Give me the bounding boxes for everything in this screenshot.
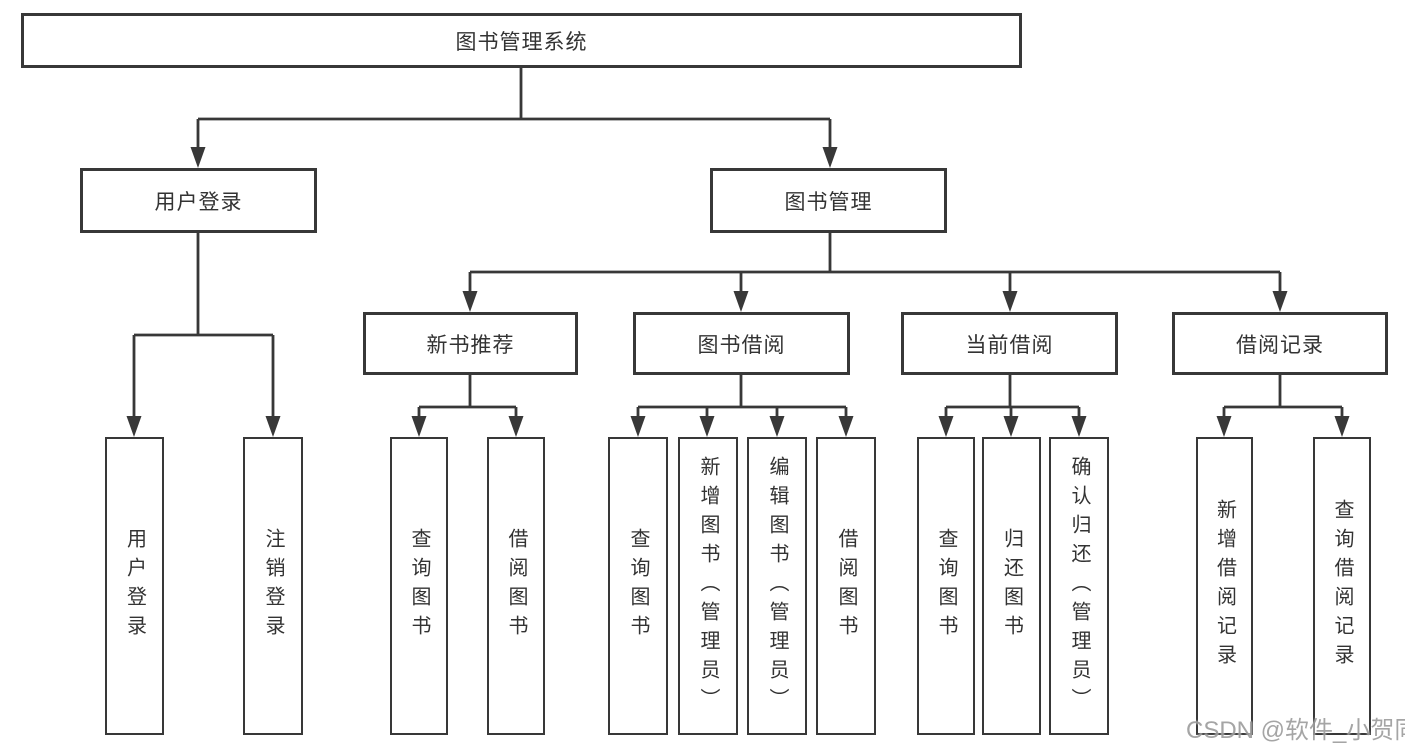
csdn-watermark: CSDN @软件_小贺同学 [1186,717,1405,744]
leaf-records-query-record: 查询借阅记录 [1313,437,1371,735]
leaf-user-login-label: 用户登录 [123,528,146,644]
leaf-current-query-books: 查询图书 [917,437,975,735]
node-new-book-recommend: 新书推荐 [363,312,578,375]
leaf-borrowing-edit-books-admin: 编辑图书（管理员） [747,437,807,735]
leaf-recommend-borrow-books-label: 借阅图书 [505,528,527,644]
connector-borrowing-records-children [1216,374,1350,437]
node-current-borrowing: 当前借阅 [901,312,1118,375]
leaf-records-query-record-label: 查询借阅记录 [1331,499,1353,673]
leaf-borrowing-edit-books-admin-label: 编辑图书（管理员） [766,455,788,717]
node-book-management: 图书管理 [710,168,947,233]
leaf-borrowing-add-books-admin-label: 新增图书（管理员） [697,455,719,717]
leaf-borrowing-borrow-books: 借阅图书 [816,437,876,735]
node-borrowing-records: 借阅记录 [1172,312,1388,375]
node-book-borrowing: 图书借阅 [633,312,850,375]
leaf-borrowing-query-books: 查询图书 [608,437,668,735]
leaf-current-confirm-return-admin-label: 确认归还（管理员） [1068,455,1090,717]
connector-root-to-level2 [190,66,838,168]
connector-user-login-children [126,231,281,437]
leaf-recommend-borrow-books: 借阅图书 [487,437,545,735]
leaf-logout-login: 注销登录 [243,437,303,735]
leaf-user-login: 用户登录 [105,437,164,735]
connector-book-management-children [462,231,1288,312]
leaf-current-return-books: 归还图书 [982,437,1041,735]
leaf-logout-login-label: 注销登录 [262,528,284,644]
leaf-borrowing-borrow-books-label: 借阅图书 [835,528,857,644]
connector-current-borrowing-children [938,374,1087,437]
connector-book-borrowing-children [630,374,854,437]
leaf-current-query-books-label: 查询图书 [935,528,957,644]
leaf-current-return-books-label: 归还图书 [1000,528,1023,644]
node-user-login: 用户登录 [80,168,317,233]
connector-new-book-recommend-children [411,374,524,437]
node-root: 图书管理系统 [21,13,1022,68]
leaf-recommend-query-books-label: 查询图书 [408,528,430,644]
leaf-borrowing-query-books-label: 查询图书 [627,528,649,644]
leaf-records-add-record-label: 新增借阅记录 [1213,499,1236,673]
leaf-records-add-record: 新增借阅记录 [1196,437,1253,735]
leaf-borrowing-add-books-admin: 新增图书（管理员） [678,437,738,735]
leaf-current-confirm-return-admin: 确认归还（管理员） [1049,437,1109,735]
leaf-recommend-query-books: 查询图书 [390,437,448,735]
